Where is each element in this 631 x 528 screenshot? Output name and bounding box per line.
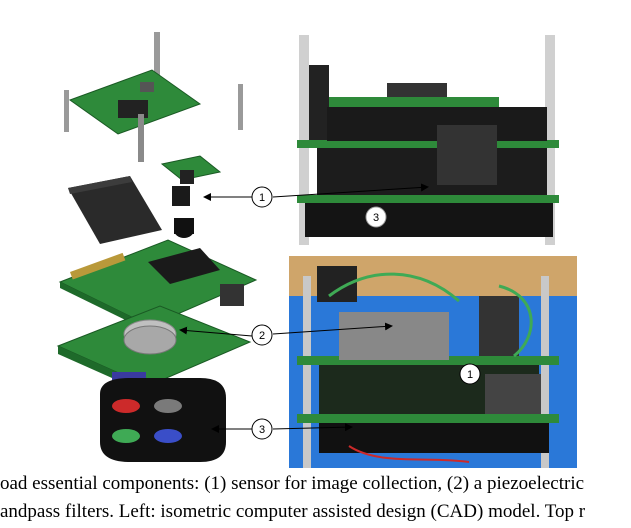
caption-line-1: oad essential components: (1) sensor for… [0, 473, 585, 494]
assembled-payload-photo [289, 256, 577, 468]
figure: 1 2 3 3 1 [40, 22, 577, 470]
figure-caption: oad essential components: (1) sensor for… [0, 470, 631, 526]
cad-model-image [40, 22, 290, 470]
caption-line-2: andpass filters. Left: isometric compute… [0, 501, 586, 522]
side-view-render-image [287, 35, 572, 245]
